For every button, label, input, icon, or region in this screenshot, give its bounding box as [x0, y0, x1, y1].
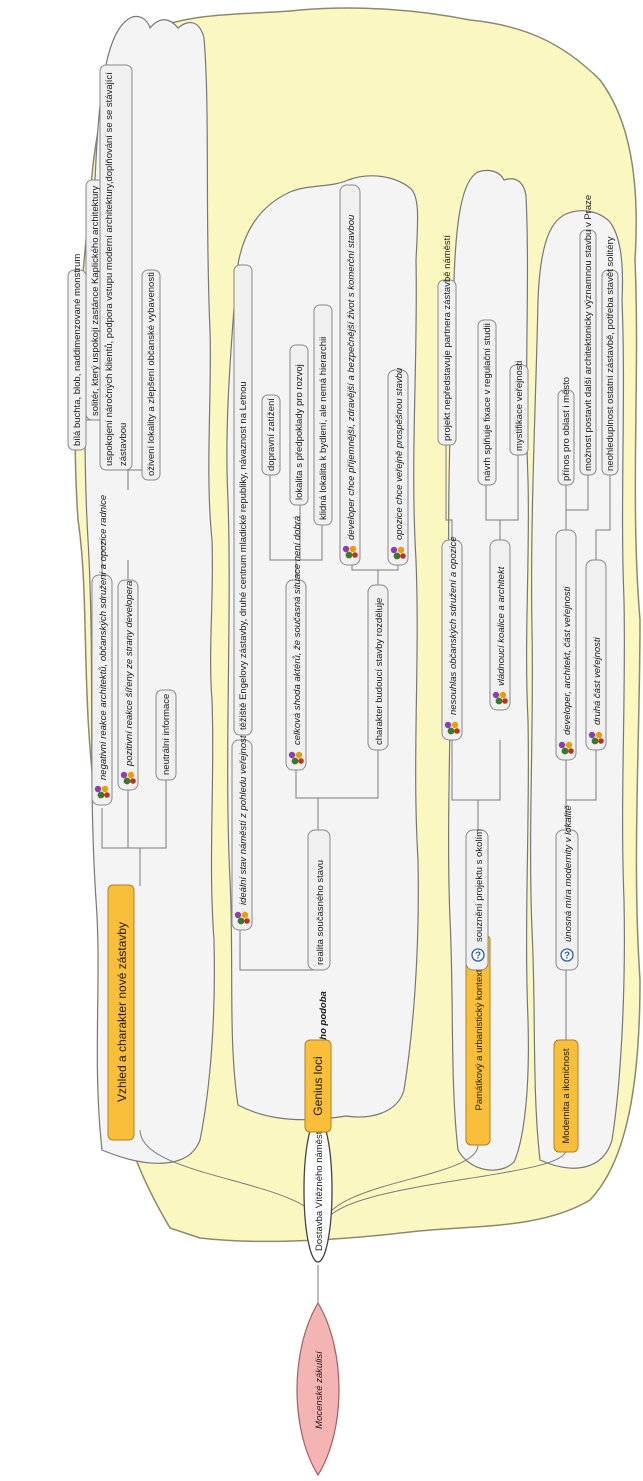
modernity-node[interactable]: únosná míra modernity v lokalitě — [555, 805, 579, 971]
topic-vzhled-charakter-label: Vzhled a charakter nové zástavby — [115, 922, 129, 1102]
leaf-bila-buchta[interactable]: bílá buchta, blob, naddimenzované monstr… — [67, 254, 87, 451]
leaf-uspokojeni-label: uspokojení náročných klientů, podpora vs… — [104, 72, 115, 466]
leaf-moznost-label: možnost postavit další architektonicky v… — [583, 195, 594, 471]
leaf-moznost[interactable]: možnost postavit další architektonicky v… — [579, 195, 597, 476]
reality-label: realita současného stavu — [315, 860, 326, 965]
consensus-label: celková shoda aktérů, že současná situac… — [292, 516, 303, 745]
topic-vzhled-charakter[interactable]: Vzhled a charakter nové zástavby — [107, 884, 135, 1141]
topic-pamatkovy[interactable]: Památkový a urbanistický kontext — [465, 934, 491, 1146]
leaf-neohleduplnost[interactable]: neohleduplnost ostatní zástavbě, potřeba… — [601, 236, 619, 476]
left-topic[interactable]: Mocenské zákulisí — [296, 1301, 340, 1477]
root-label: Dostavba Vítězného náměstí — [314, 1129, 325, 1251]
question-icon — [471, 948, 485, 963]
leaf-oziveni[interactable]: oživení lokality a zlepšení občanské vyb… — [141, 269, 161, 481]
developer-wants-label: developer chce příjemnější, zdravější a … — [346, 214, 357, 540]
positive-reaction-label: pozitivní reakce šířeny ze strany develo… — [124, 581, 135, 767]
leaf-klidna[interactable]: klidná lokalita k bydlení, ale nemá hier… — [313, 304, 333, 526]
leaf-neohleduplnost-label: neohleduplnost ostatní zástavbě, potřeba… — [605, 236, 616, 471]
leaf-navrh[interactable]: návrh splňuje fixace v regulační studii — [477, 319, 497, 486]
left-topic-label: Mocenské zákulisí — [314, 1350, 325, 1429]
topic-genius-loci[interactable]: Genius loci — [304, 1039, 332, 1133]
neutral-info-label: neutrální informace — [161, 694, 172, 775]
future-character-node[interactable]: charakter budoucí stavby rozděluje — [367, 584, 389, 751]
leaf-klidna-label: klidná lokalita k bydlení, ale nemá hier… — [318, 337, 329, 520]
positive-reaction-node[interactable]: pozitivní reakce šířeny ze strany develo… — [117, 579, 139, 791]
leaf-soliter-label: solitér, který uspokojí zastánce Kaplick… — [90, 186, 101, 416]
leaf-teziste[interactable]: těžiště Engelovy zástavby, druhé centrum… — [233, 264, 253, 736]
developer-architect-label: developer, architekt, část veřejnosti — [562, 586, 573, 735]
neutral-info-node[interactable]: neutrální informace — [155, 689, 177, 781]
disagreement-label: nesouhlas občanských sdružení a opozice — [448, 536, 459, 715]
leaf-prinos-label: přínos pro oblast i město — [561, 377, 572, 481]
leaf-mystifikace-label: mystifikace veřejnosti — [514, 361, 525, 451]
harmony-label: souznění projektu s okolím — [474, 829, 485, 942]
cloud-topic-4 — [529, 210, 626, 1169]
leaf-teziste-label: těžiště Engelovy zástavby, druhé centrum… — [238, 381, 249, 730]
leaf-lokalita-rozvoj[interactable]: lokalita s předpoklady pro rozvoj — [289, 344, 309, 506]
root-node[interactable]: Dostavba Vítězného náměstí — [303, 1117, 333, 1263]
opposition-wants-node[interactable]: opozice chce veřejně prospěšnou stavbu — [387, 367, 409, 566]
developer-wants-node[interactable]: developer chce příjemnější, zdravější a … — [339, 184, 361, 566]
leaf-uspokojeni[interactable]: uspokojení náročných klientů, podpora vs… — [99, 64, 133, 471]
opposition-wants-label: opozice chce veřejně prospěšnou stavbu — [394, 367, 405, 540]
reality-node[interactable]: realita současného stavu — [307, 829, 331, 971]
topic-genius-loci-label: Genius loci — [311, 1056, 325, 1115]
consensus-node[interactable]: celková shoda aktérů, že současná situac… — [285, 516, 307, 771]
leaf-dopravni-label: dopravní zatížení — [266, 398, 277, 471]
negative-reaction-label: negativní reakce architektů, občanských … — [98, 495, 109, 780]
second-public-label: druhá část veřejnosti — [592, 636, 603, 725]
leaf-bila-buchta-label: bílá buchta, blob, naddimenzované monstr… — [72, 254, 83, 446]
ideal-state-label: ideální stav náměstí z pohledu veřejnost… — [238, 732, 249, 905]
leaf-lokalita-rozvoj-label: lokalita s předpoklady pro rozvoj — [294, 364, 305, 500]
leaf-prinos[interactable]: přínos pro oblast i město — [557, 377, 575, 486]
ruling-coalition-node[interactable]: vládnoucí koalice a architekt — [489, 539, 511, 711]
leaf-oziveni-label: oživení lokality a zlepšení občanské vyb… — [146, 272, 157, 476]
disagreement-node[interactable]: nesouhlas občanských sdružení a opozice — [441, 536, 463, 741]
ideal-state-node[interactable]: ideální stav náměstí z pohledu veřejnost… — [231, 732, 253, 931]
ruling-coalition-label: vládnoucí koalice a architekt — [496, 566, 507, 686]
modernity-label: únosná míra modernity v lokalitě — [563, 805, 574, 942]
leaf-projekt[interactable]: projekt nepředstavuje partnera zástavbě … — [437, 235, 457, 446]
question-icon — [560, 948, 574, 963]
topic-modernita[interactable]: Modernita a ikoničnost — [553, 1039, 579, 1153]
leaf-projekt-label: projekt nepředstavuje partnera zástavbě … — [442, 235, 453, 441]
future-character-label: charakter budoucí stavby rozděluje — [374, 598, 385, 745]
topic-pamatkovy-label: Památkový a urbanistický kontext — [474, 969, 485, 1110]
second-public-node[interactable]: druhá část veřejnosti — [585, 559, 607, 751]
leaf-dopravni[interactable]: dopravní zatížení — [261, 394, 281, 476]
topic-modernita-label: Modernita a ikoničnost — [561, 1048, 572, 1143]
leaf-uspokojeni-label-2: zástavbou — [118, 423, 129, 466]
harmony-node[interactable]: souznění projektu s okolím — [465, 829, 489, 971]
leaf-navrh-label: návrh splňuje fixace v regulační studii — [482, 323, 493, 481]
leaf-mystifikace[interactable]: mystifikace veřejnosti — [509, 361, 529, 456]
negative-reaction-node[interactable]: negativní reakce architektů, občanských … — [91, 495, 113, 806]
developer-architect-node[interactable]: developer, architekt, část veřejnosti — [555, 529, 577, 761]
